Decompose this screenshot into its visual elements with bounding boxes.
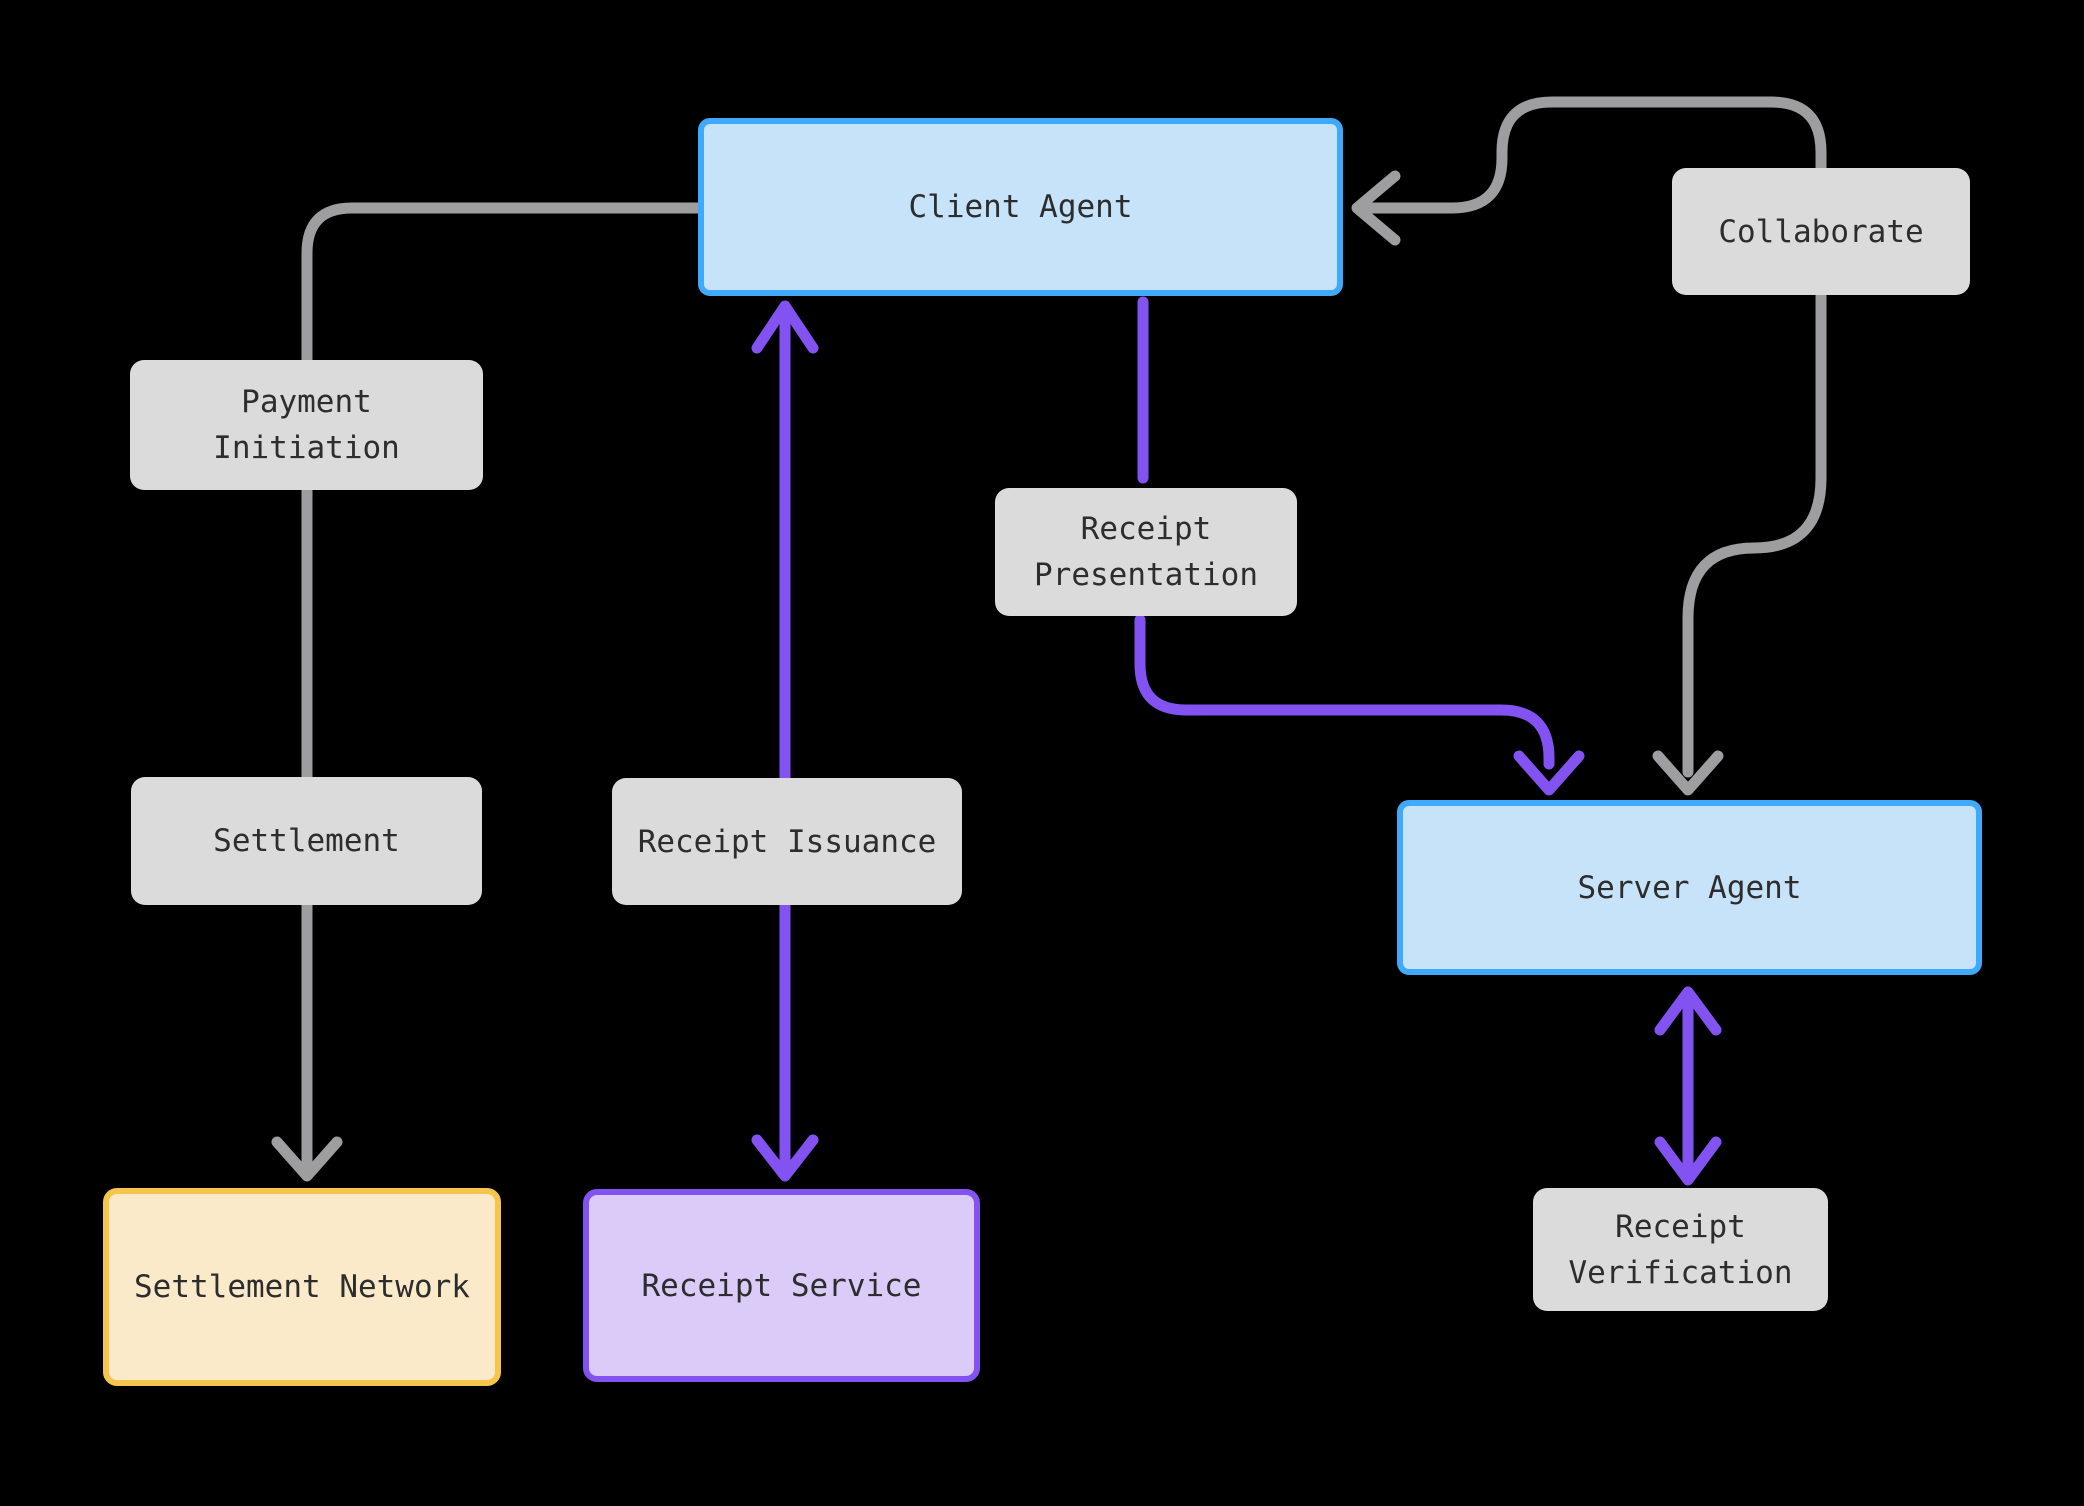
arrowhead-client-agent [1351, 170, 1401, 246]
node-collaborate: Collaborate [1672, 168, 1970, 295]
node-receipt-verification: Receipt Verification [1533, 1188, 1828, 1311]
edge-payment-flow [301, 202, 704, 1170]
node-label: Client Agent [908, 189, 1133, 225]
arrowhead-client-agent-up [751, 300, 819, 354]
node-label: Receipt [1080, 511, 1212, 547]
arrowhead-receipt-verification-down [1654, 1136, 1722, 1186]
node-label: Verification [1568, 1254, 1793, 1291]
arrowhead-settlement-network [271, 1136, 343, 1182]
node-label: Initiation [213, 430, 400, 466]
node-receipt-presentation: Receipt Presentation [995, 488, 1297, 616]
node-settlement-network: Settlement Network [103, 1188, 501, 1386]
arrowhead-server-agent-purple [1513, 750, 1585, 796]
node-label: Server Agent [1577, 869, 1802, 906]
arrowhead-server-agent-gray [1652, 750, 1724, 796]
node-payment-initiation: Payment Initiation [130, 360, 483, 490]
node-label: Collaborate [1718, 213, 1924, 250]
node-label: Settlement Network [134, 1269, 470, 1305]
node-settlement: Settlement [131, 777, 482, 905]
node-client-agent: Client Agent [698, 118, 1343, 296]
node-label: Presentation [1034, 557, 1258, 593]
arrowhead-server-agent-up [1654, 986, 1722, 1036]
node-label: Settlement [213, 823, 400, 859]
edge-collaborate-to-server [1682, 290, 1827, 778]
node-label: Payment [241, 384, 372, 420]
node-label: Receipt Service [641, 1267, 922, 1304]
node-label: Receipt Issuance [637, 823, 937, 860]
node-receipt-issuance: Receipt Issuance [612, 778, 962, 905]
node-receipt-service: Receipt Service [583, 1189, 980, 1382]
edge-receipt-presentation-lower [1134, 614, 1555, 770]
node-label: Receipt [1615, 1208, 1746, 1245]
edge-collaborate-to-client [1362, 96, 1827, 214]
arrowhead-receipt-service-down [751, 1134, 819, 1182]
node-server-agent: Server Agent [1397, 800, 1982, 975]
